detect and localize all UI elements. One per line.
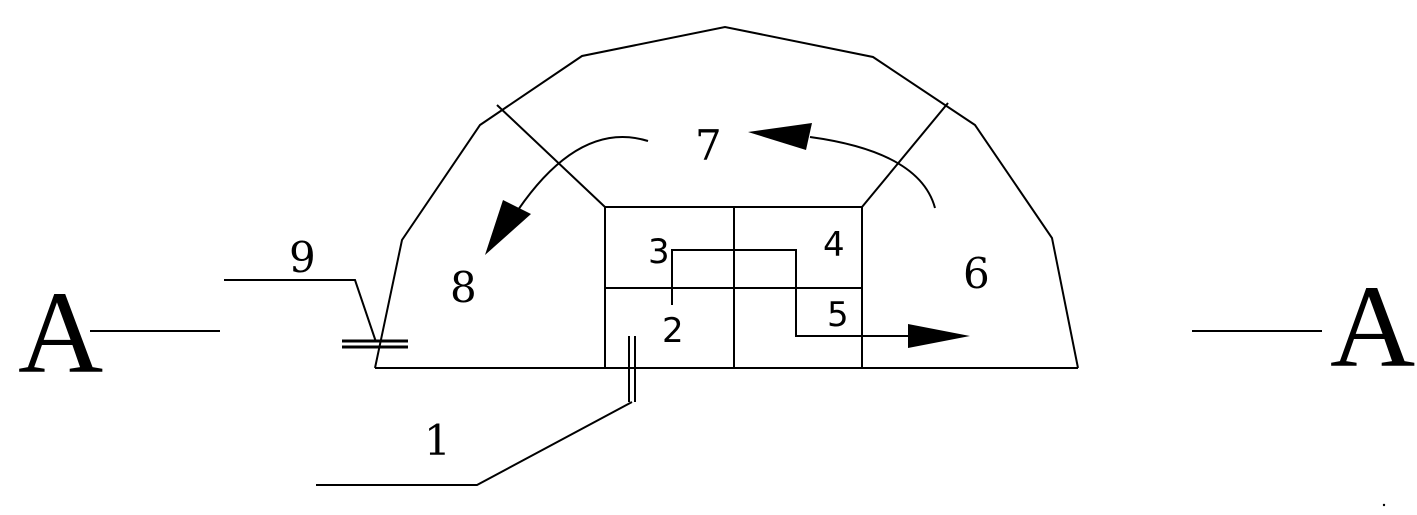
partition-left xyxy=(496,104,606,208)
section-label-right: A xyxy=(1330,261,1415,392)
label-6: 6 xyxy=(963,249,990,298)
left-flow-curve xyxy=(517,136,649,211)
upper-flow-curve xyxy=(809,136,936,209)
label-5: 5 xyxy=(827,295,849,335)
speck-dot xyxy=(1382,503,1386,507)
label-8: 8 xyxy=(450,263,477,312)
section-label-left: A xyxy=(18,267,103,398)
label-1: 1 xyxy=(424,416,451,465)
partition-right xyxy=(861,102,949,208)
leader-line-9 xyxy=(224,279,377,343)
label-4: 4 xyxy=(823,225,845,265)
leader-line-1 xyxy=(316,401,633,486)
left-flow-arrowhead xyxy=(485,200,531,255)
label-9: 9 xyxy=(289,233,316,282)
internal-flow-path xyxy=(671,249,915,337)
internal-flow-arrowhead xyxy=(908,324,970,348)
label-3: 3 xyxy=(648,232,670,272)
label-7: 7 xyxy=(695,121,722,170)
upper-flow-arrowhead xyxy=(748,123,812,150)
dome-shell xyxy=(374,25,1079,369)
label-2: 2 xyxy=(662,311,684,351)
